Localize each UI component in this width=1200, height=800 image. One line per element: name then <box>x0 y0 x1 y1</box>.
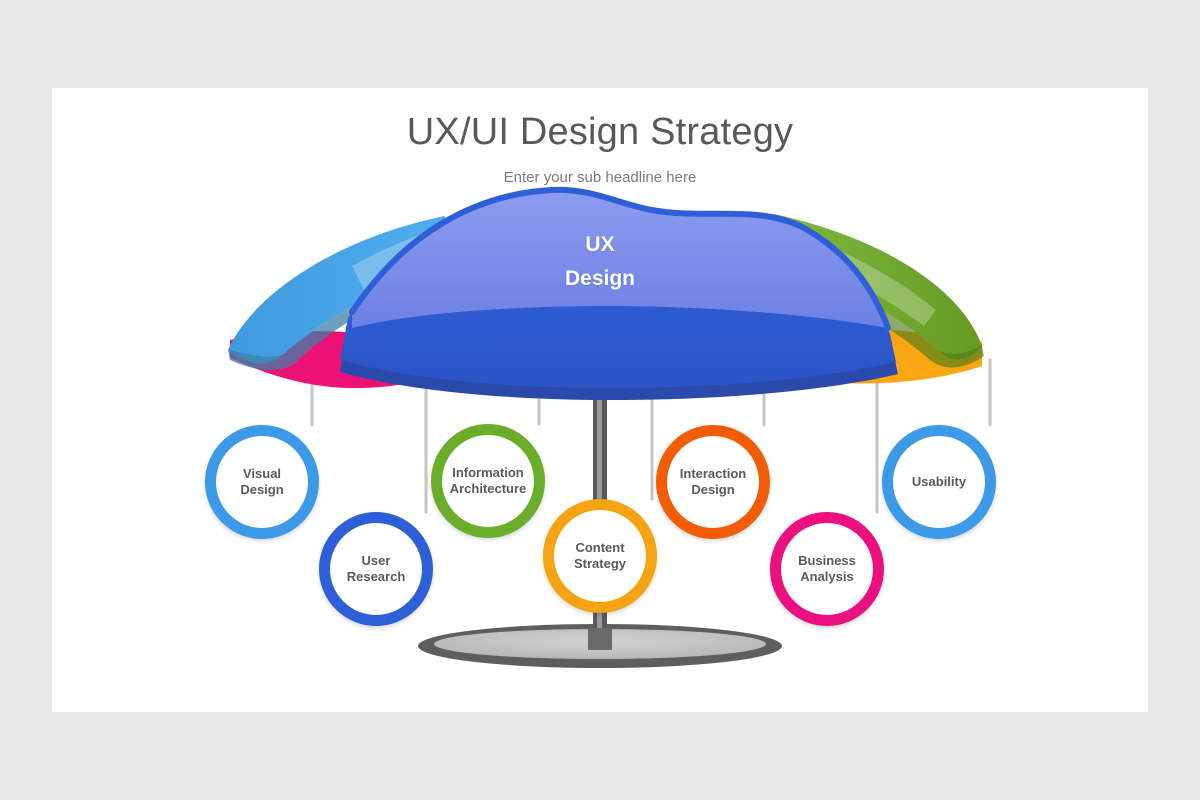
page-title: UX/UI Design Strategy <box>406 111 794 153</box>
node-label: Usability <box>911 473 967 489</box>
page-subtitle: Enter your sub headline here <box>503 168 697 186</box>
slide-canvas: UX/UI Design Strategy Enter your sub hea… <box>52 88 1148 712</box>
canopy-front-blue <box>340 186 898 400</box>
slide-headings: UX/UI Design Strategy Enter your sub hea… <box>52 88 1148 186</box>
node-usability[interactable]: Usability <box>882 425 996 539</box>
canopy-label-line-2: Design <box>564 266 635 290</box>
canopy-center-label: UX Design <box>540 228 660 295</box>
umbrella-graphic <box>228 186 992 668</box>
canopy-label-line-1: UX <box>585 233 615 256</box>
